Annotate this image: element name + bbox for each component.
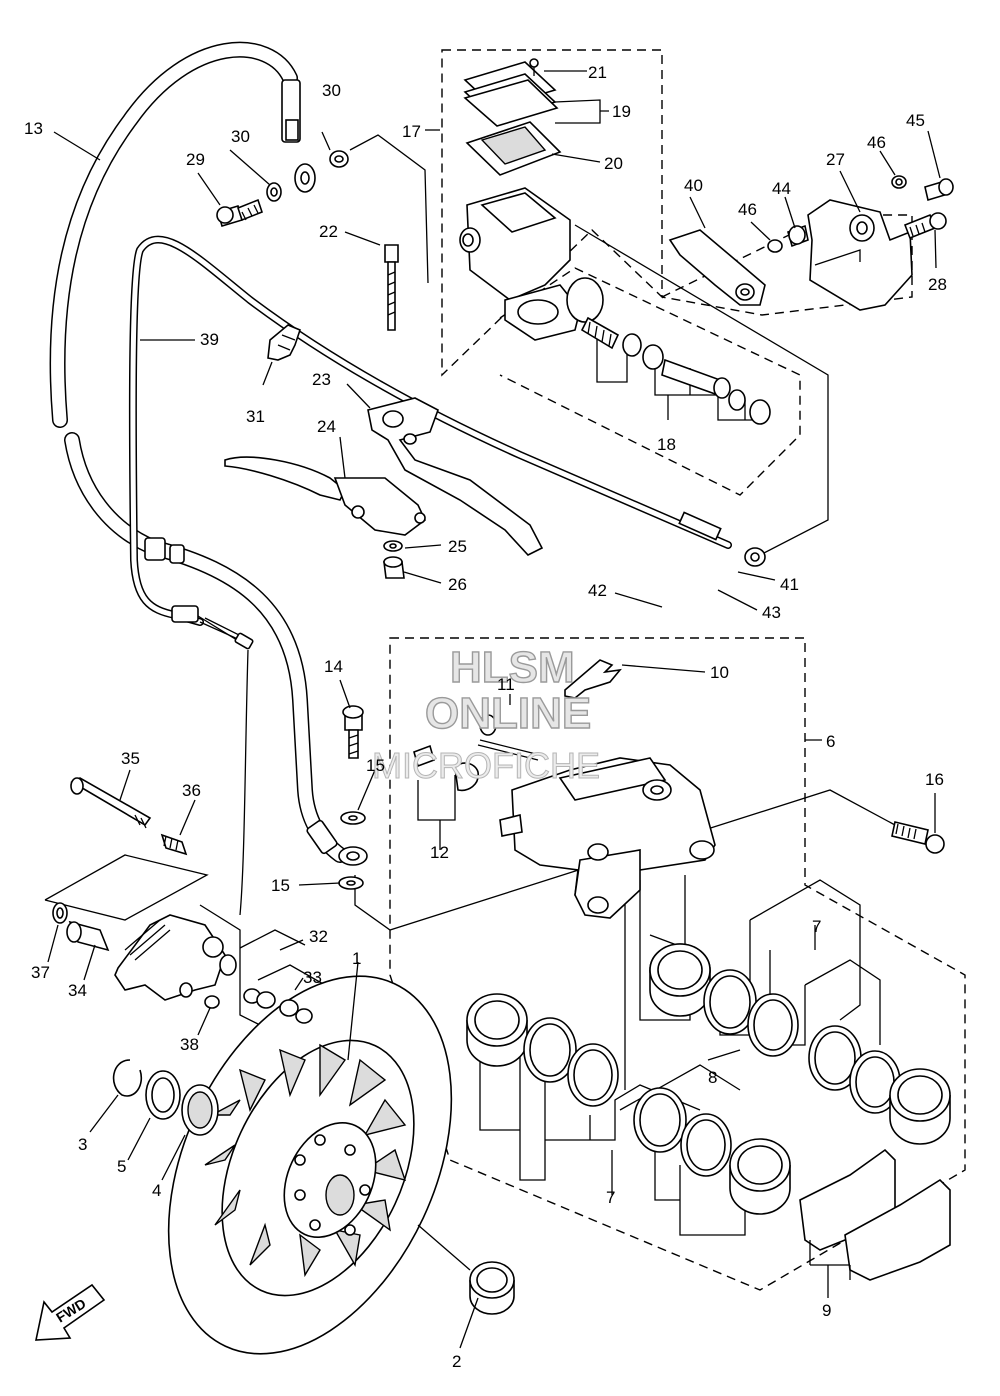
callout-32: 32: [309, 927, 328, 946]
watermark-line2: ONLINE: [425, 689, 591, 738]
callout-13: 13: [24, 119, 43, 138]
piston-kit-18: [580, 316, 771, 425]
callout-38: 38: [180, 1035, 199, 1054]
callout-27: 27: [826, 150, 845, 169]
pedal-bracket-assembly: [668, 175, 954, 311]
label-leaders: [47, 70, 941, 1349]
brake-pads: [799, 1148, 951, 1281]
callout-28: 28: [928, 275, 947, 294]
master-cylinder-assembly: [459, 58, 604, 341]
callout-14: 14: [324, 657, 343, 676]
callout-17: 17: [402, 122, 421, 141]
callout-10: 10: [710, 663, 729, 682]
callout-43: 43: [762, 603, 781, 622]
bracket-parts: [52, 705, 366, 1024]
callout-15a: 15: [366, 756, 385, 775]
callout-labels: 1 2 3 4 5 6 7 7 8 9 10 11 12 13 14 15 15…: [24, 63, 947, 1371]
callout-9: 9: [822, 1301, 831, 1320]
callout-46b: 46: [738, 200, 757, 219]
caliper-assembly: [413, 659, 945, 919]
callout-1: 1: [352, 949, 361, 968]
callout-11: 11: [497, 675, 515, 694]
callout-30a: 30: [322, 81, 341, 100]
watermark: HLSM ONLINE MICROFICHE: [372, 642, 601, 786]
callout-33: 33: [303, 968, 322, 987]
brake-disc: [167, 975, 453, 1355]
brake-cable-39: [128, 235, 766, 916]
callout-29: 29: [186, 150, 205, 169]
callout-4: 4: [152, 1181, 161, 1200]
callout-36: 36: [182, 781, 201, 800]
callout-15b: 15: [271, 876, 290, 895]
callout-19: 19: [612, 102, 631, 121]
leader-lines: [44, 134, 896, 1236]
callout-3: 3: [78, 1135, 87, 1154]
callout-20: 20: [604, 154, 623, 173]
watermark-line1: HLSM: [450, 643, 575, 692]
callout-12: 12: [430, 843, 449, 862]
callout-41: 41: [780, 575, 799, 594]
callout-42: 42: [588, 581, 607, 600]
callout-44: 44: [772, 179, 791, 198]
callout-31: 31: [246, 407, 265, 426]
watermark-line3: MICROFICHE: [372, 745, 600, 786]
callout-24: 24: [317, 417, 336, 436]
callout-18: 18: [657, 435, 676, 454]
callout-26: 26: [448, 575, 467, 594]
callout-7b: 7: [606, 1188, 615, 1207]
callout-16: 16: [925, 770, 944, 789]
callout-40: 40: [684, 176, 703, 195]
callout-21: 21: [588, 63, 607, 82]
pistons-seals: [466, 943, 951, 1215]
callout-2: 2: [452, 1352, 461, 1371]
callout-7a: 7: [812, 917, 821, 936]
lever-assembly: [216, 150, 544, 579]
callout-5: 5: [117, 1157, 126, 1176]
callout-23: 23: [312, 370, 331, 389]
callout-22: 22: [319, 222, 338, 241]
circlip-and-seals: [112, 1059, 515, 1315]
callout-39: 39: [200, 330, 219, 349]
callout-8: 8: [708, 1068, 717, 1087]
callout-34: 34: [68, 981, 87, 1000]
callout-35: 35: [121, 749, 140, 768]
callout-46a: 46: [867, 133, 886, 152]
fwd-arrow: FWD: [35, 1283, 106, 1341]
callout-45: 45: [906, 111, 925, 130]
brake-hose-13: [49, 41, 368, 866]
callout-37: 37: [31, 963, 50, 982]
callout-30b: 30: [231, 127, 250, 146]
callout-6: 6: [826, 732, 835, 751]
callout-25: 25: [448, 537, 467, 556]
